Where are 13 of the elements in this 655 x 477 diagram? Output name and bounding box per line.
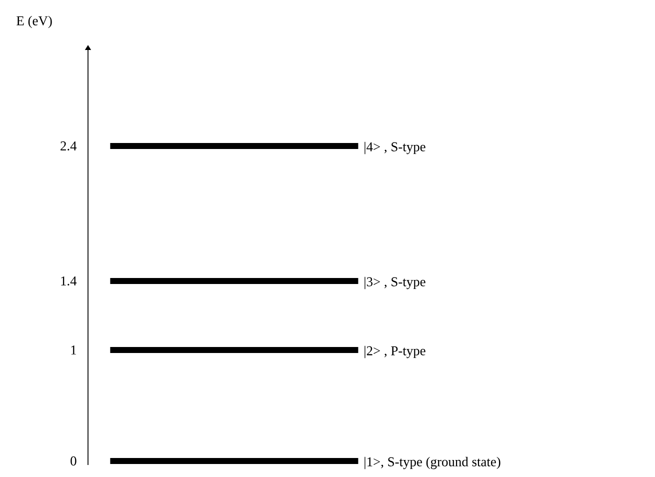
- energy-level-bar: [110, 278, 358, 284]
- energy-level-bar: [110, 346, 358, 353]
- axis-label: E (eV): [16, 16, 52, 28]
- level-label: |4> , S-type: [364, 142, 426, 154]
- energy-level-bar: [110, 458, 358, 464]
- tick-label: 0: [70, 456, 76, 466]
- tick-label: 1.4: [61, 276, 77, 286]
- level-label: |1>, S-type (ground state): [364, 456, 500, 470]
- tick-label: 2.4: [60, 141, 77, 151]
- level-label: |3> , S-type: [364, 276, 426, 290]
- tick-label: 1: [71, 346, 76, 354]
- level-label: |2> , P-type: [364, 346, 426, 358]
- energy-level-bar: [110, 142, 358, 149]
